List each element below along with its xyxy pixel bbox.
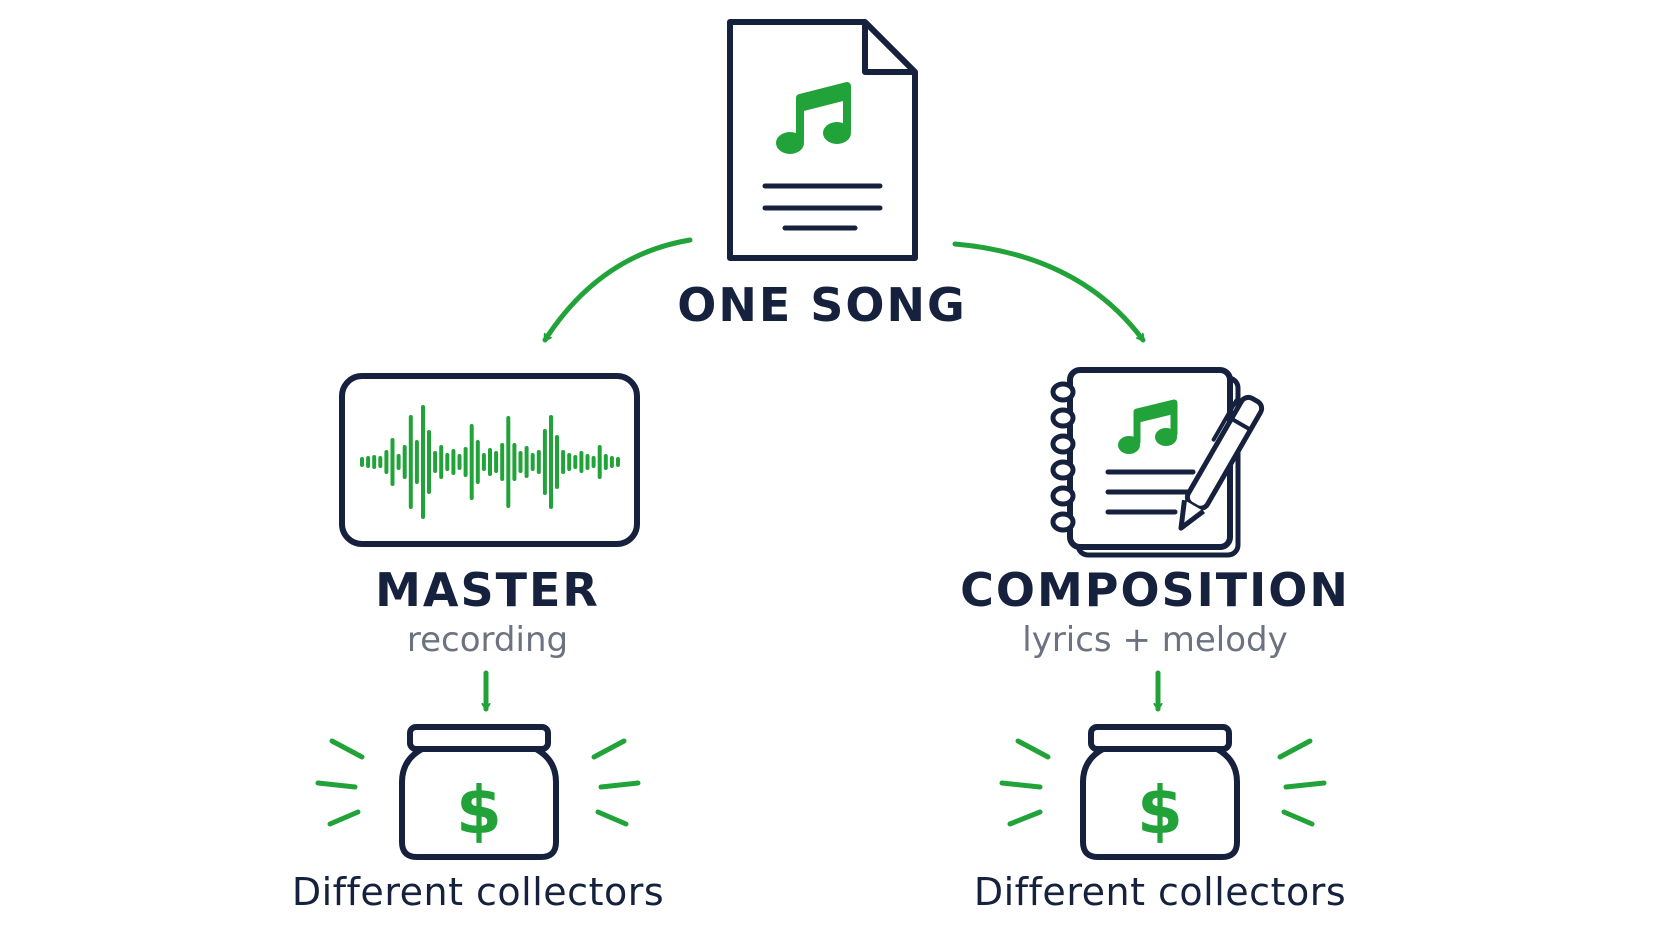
pen-icon — [1178, 394, 1265, 531]
master-subtitle: recording — [406, 620, 569, 660]
waveform-icon — [339, 373, 640, 547]
master-footer: Different collectors — [291, 870, 665, 914]
money-jar-icon: $ — [999, 724, 1327, 860]
root-title: ONE SONG — [677, 278, 967, 332]
music-note-icon — [1118, 399, 1178, 454]
composition-title: COMPOSITION — [960, 563, 1350, 617]
composition-footer: Different collectors — [973, 870, 1347, 914]
svg-text:$: $ — [456, 772, 502, 849]
svg-text:$: $ — [1137, 772, 1183, 849]
composition-subtitle: lyrics + melody — [1022, 620, 1288, 660]
notebook-pen-icon — [1050, 367, 1265, 558]
arrow-to-composition — [952, 241, 1146, 343]
money-jar-icon: $ — [315, 724, 641, 860]
master-title: MASTER — [375, 563, 600, 617]
song-file-icon — [727, 19, 918, 261]
arrow-to-master — [542, 237, 693, 343]
music-note-icon — [776, 82, 851, 154]
